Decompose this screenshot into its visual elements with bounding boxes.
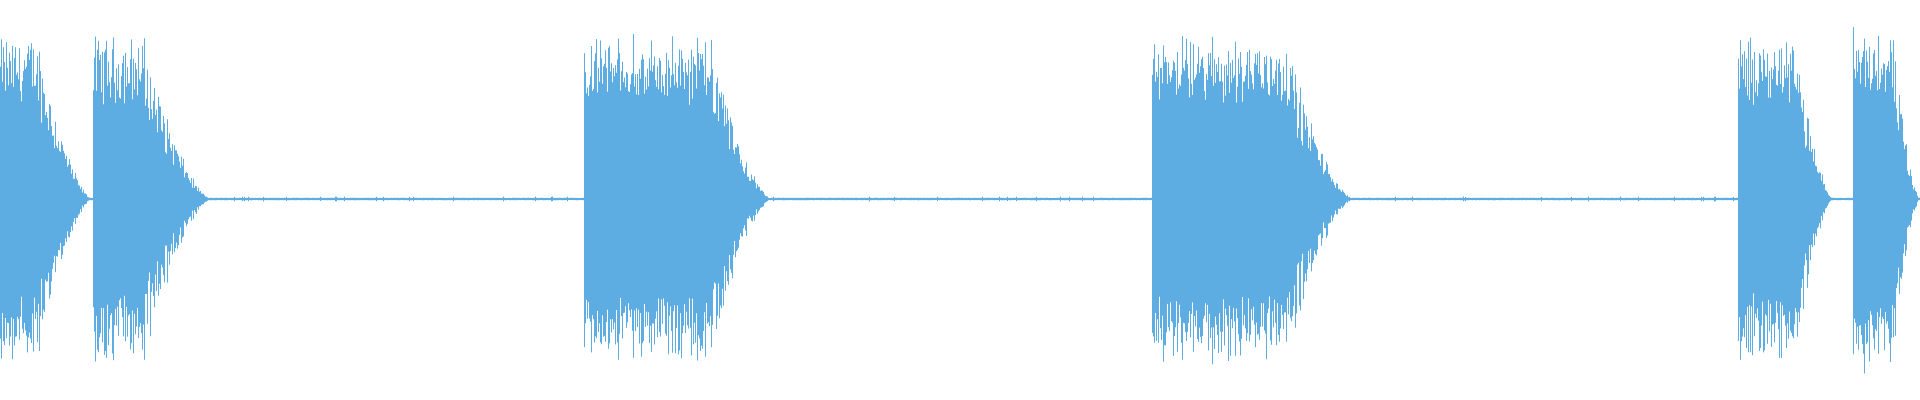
- waveform-path: [0, 27, 1920, 374]
